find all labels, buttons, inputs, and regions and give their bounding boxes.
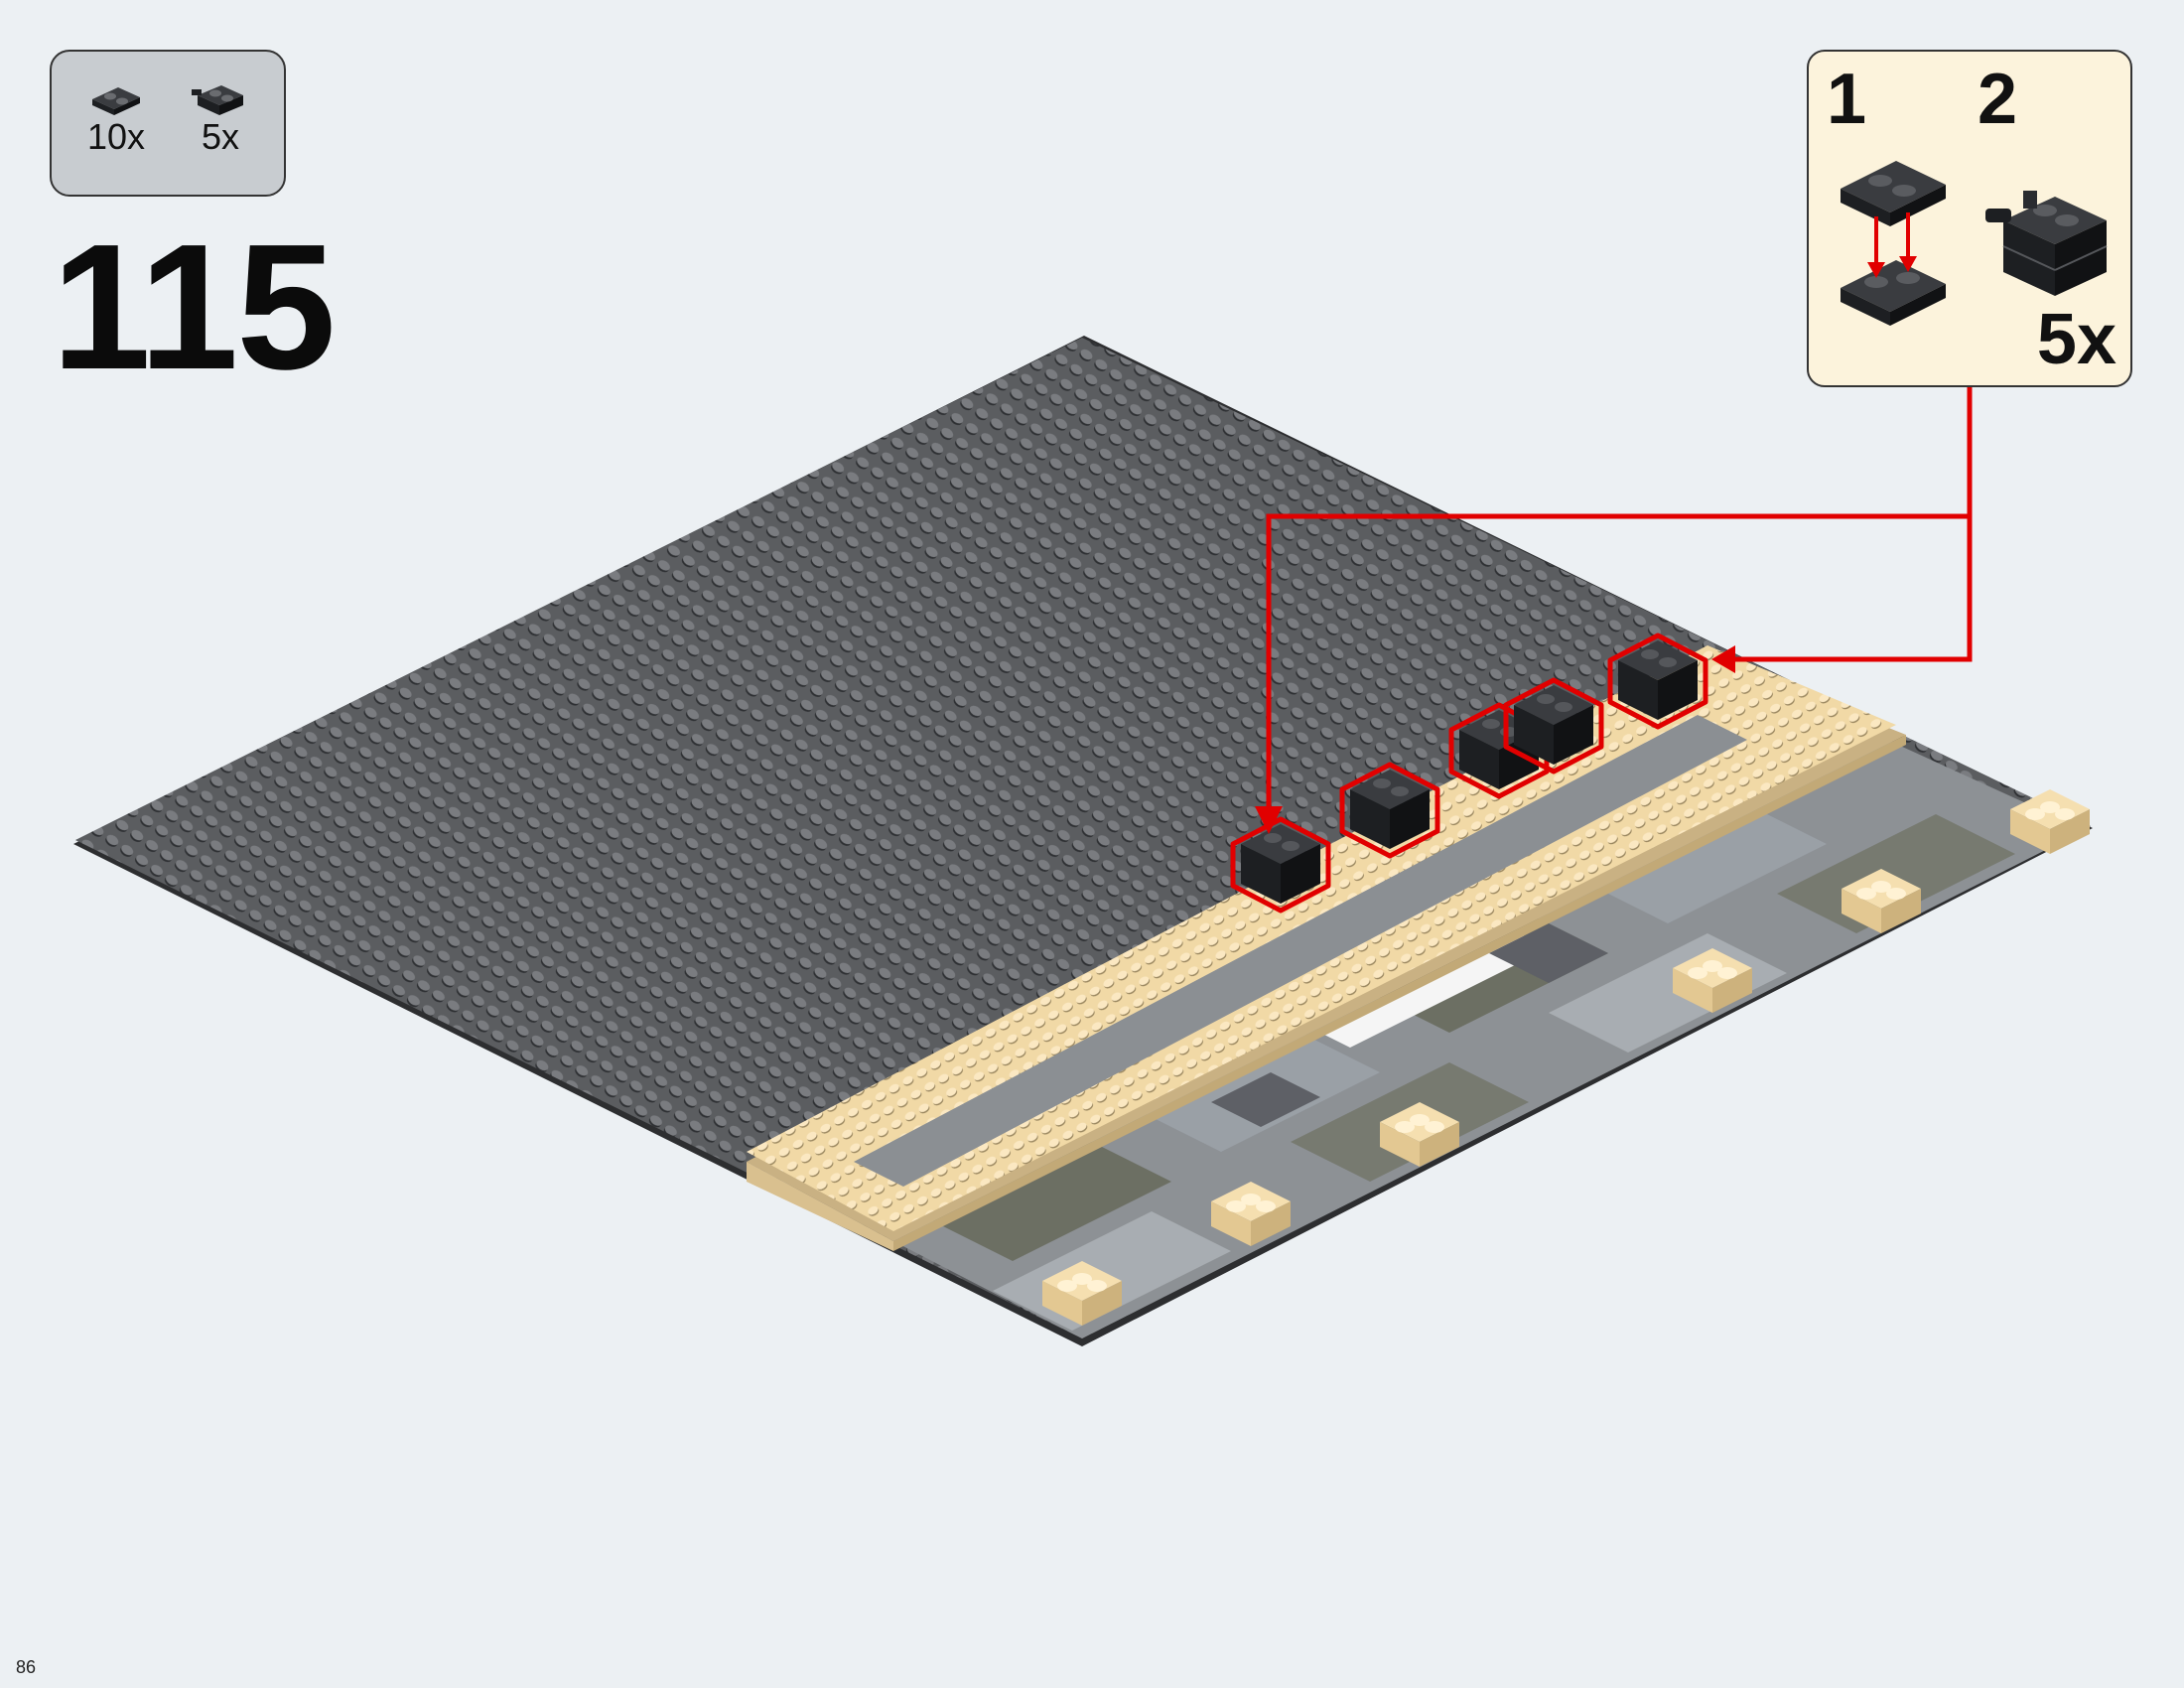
part-plate-1x2: 10x — [71, 81, 161, 155]
part-quantity: 5x — [201, 116, 240, 157]
new-clip-bricks — [1230, 633, 1708, 914]
callout-arrowhead-1 — [1255, 806, 1283, 834]
parts-list: 10x 5x — [50, 50, 286, 197]
sub-step-2-diagram — [1985, 191, 2108, 296]
sub-step-1-diagram — [1841, 161, 1946, 326]
sub-step-2-number: 2 — [1978, 60, 2018, 139]
clip-brick-icon — [192, 85, 243, 115]
baseplate — [73, 336, 2093, 1346]
plate-1x2-icon — [92, 87, 140, 115]
sub-assembly-callout: 1 2 5x — [1807, 50, 2132, 387]
tan-corner-bricks — [1042, 789, 2090, 1326]
part-quantity: 10x — [86, 116, 146, 157]
page-number: 86 — [16, 1657, 37, 1677]
clip-brick-4 — [1503, 677, 1604, 774]
callout-leader-lines — [1266, 387, 1973, 816]
clip-brick-1 — [1230, 816, 1331, 914]
tan-frame — [747, 645, 1906, 1251]
sub-step-1-number: 1 — [1827, 60, 1867, 139]
step-number: 115 — [52, 208, 336, 407]
callout-arrowhead-2 — [1711, 645, 1735, 673]
sub-assembly-multiplier: 5x — [2036, 300, 2116, 379]
clip-brick-5 — [1607, 633, 1708, 730]
clip-brick-2 — [1339, 762, 1440, 859]
part-brick-with-clip: 5x — [176, 81, 265, 155]
